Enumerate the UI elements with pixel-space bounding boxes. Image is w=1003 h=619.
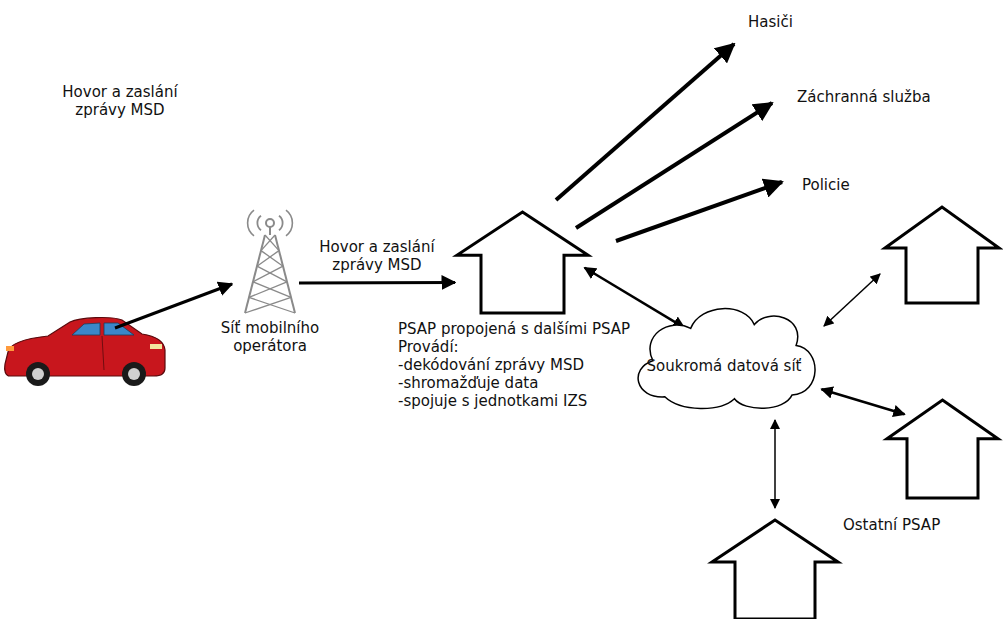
mobile-network-node: Síť mobilního operátora <box>210 203 332 357</box>
psap-house <box>712 520 838 619</box>
service-label: Policie <box>802 176 850 194</box>
cloud-text-box: Soukromá datová síť <box>625 298 824 412</box>
call-label: Hovor a zaslání zprávy MSD <box>50 83 190 119</box>
cloud-label: Soukromá datová síť <box>647 357 802 375</box>
service-arrow <box>616 182 782 241</box>
node-note: -shromažďuje data <box>398 374 630 392</box>
node-text-block: Síť mobilního operátora <box>212 319 328 355</box>
cloud-outline <box>625 298 824 412</box>
psap-house <box>885 207 999 303</box>
node-note: -dekódování zprávy MSD <box>398 356 630 374</box>
node-title: Ostatní PSAP <box>843 516 940 534</box>
tower-icon <box>241 205 299 315</box>
network-link <box>585 268 685 328</box>
call-arrow <box>299 281 455 285</box>
network-link <box>821 389 904 414</box>
service-label: Hasiči <box>748 13 793 31</box>
service-arrow <box>556 44 734 200</box>
house-outline <box>885 398 1000 500</box>
node-text-block: Ostatní PSAP <box>843 516 940 534</box>
call-arrow <box>115 284 232 328</box>
node-text-block: PSAP propojená s dalšími PSAPProvádí:-de… <box>398 320 630 410</box>
edge-label: Hovor a zaslání zprávy MSD <box>302 238 452 274</box>
house-outline <box>455 210 590 315</box>
node-title: PSAP propojená s dalšími PSAP <box>398 320 630 338</box>
psap-node: Ostatní PSAP <box>840 398 1003 536</box>
network-cloud: Soukromá datová síť <box>625 298 824 412</box>
node-note: Provádí: <box>398 338 630 356</box>
car-illustration <box>5 318 165 386</box>
service-label: Záchranná služba <box>797 88 931 106</box>
node-title: Síť mobilního operátora <box>212 319 328 355</box>
network-link <box>774 420 776 508</box>
node-note: -spojuje s jednotkami IZS <box>398 392 630 410</box>
network-link <box>824 274 880 326</box>
service-arrow <box>576 103 772 228</box>
